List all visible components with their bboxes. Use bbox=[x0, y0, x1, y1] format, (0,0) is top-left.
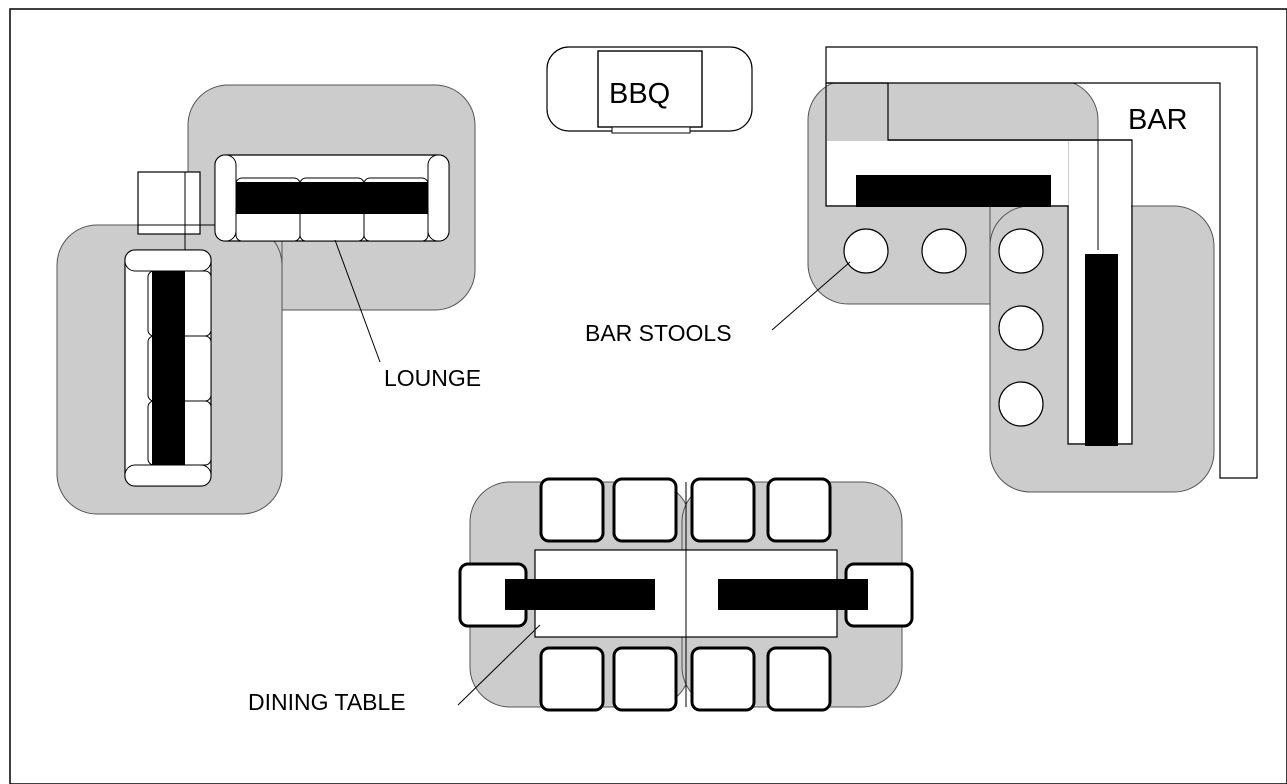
dining-chair bbox=[539, 646, 605, 712]
bbq-label: BBQ bbox=[609, 78, 670, 110]
sofa-arm bbox=[427, 154, 450, 242]
lounge-area bbox=[56, 84, 476, 515]
bbq-area bbox=[546, 46, 753, 134]
dining-chair bbox=[766, 477, 832, 543]
dining-block-right bbox=[718, 579, 868, 610]
side-table bbox=[137, 171, 201, 235]
dining-chair bbox=[539, 477, 605, 543]
sofa-backrest-block bbox=[152, 271, 185, 465]
dining-chair bbox=[690, 646, 756, 712]
dining-chair bbox=[612, 646, 678, 712]
bbq-unit bbox=[597, 50, 703, 128]
sofa-arm bbox=[214, 154, 237, 242]
dining-leader bbox=[457, 624, 541, 706]
dining-block-left bbox=[505, 579, 655, 610]
dining-chair bbox=[766, 646, 832, 712]
bar-stool bbox=[843, 228, 889, 274]
bar-stools-leader bbox=[771, 261, 851, 331]
bar-top-block-horizontal bbox=[856, 175, 1051, 207]
sofa-backrest-block bbox=[236, 182, 428, 214]
sofa-arm bbox=[124, 249, 212, 272]
bar-stools-label: BAR STOOLS bbox=[585, 320, 732, 346]
sofa-arm bbox=[124, 464, 212, 487]
bar-stool bbox=[998, 228, 1044, 274]
bar-label: BAR bbox=[1128, 104, 1188, 136]
dining-chair bbox=[612, 477, 678, 543]
sofa-horizontal bbox=[214, 154, 450, 242]
dining-area bbox=[457, 477, 914, 712]
lounge-leader bbox=[334, 239, 381, 363]
sofa-vertical bbox=[124, 249, 212, 487]
dining-table-label: DINING TABLE bbox=[248, 689, 406, 715]
bar-top-block-vertical bbox=[1085, 254, 1118, 446]
bbq-base bbox=[611, 126, 691, 134]
lounge-label: LOUNGE bbox=[384, 365, 481, 391]
bar-stool bbox=[998, 305, 1044, 351]
bar-stool bbox=[998, 381, 1044, 427]
bar-stool bbox=[921, 228, 967, 274]
dining-chair bbox=[690, 477, 756, 543]
bar-area bbox=[771, 46, 1258, 493]
